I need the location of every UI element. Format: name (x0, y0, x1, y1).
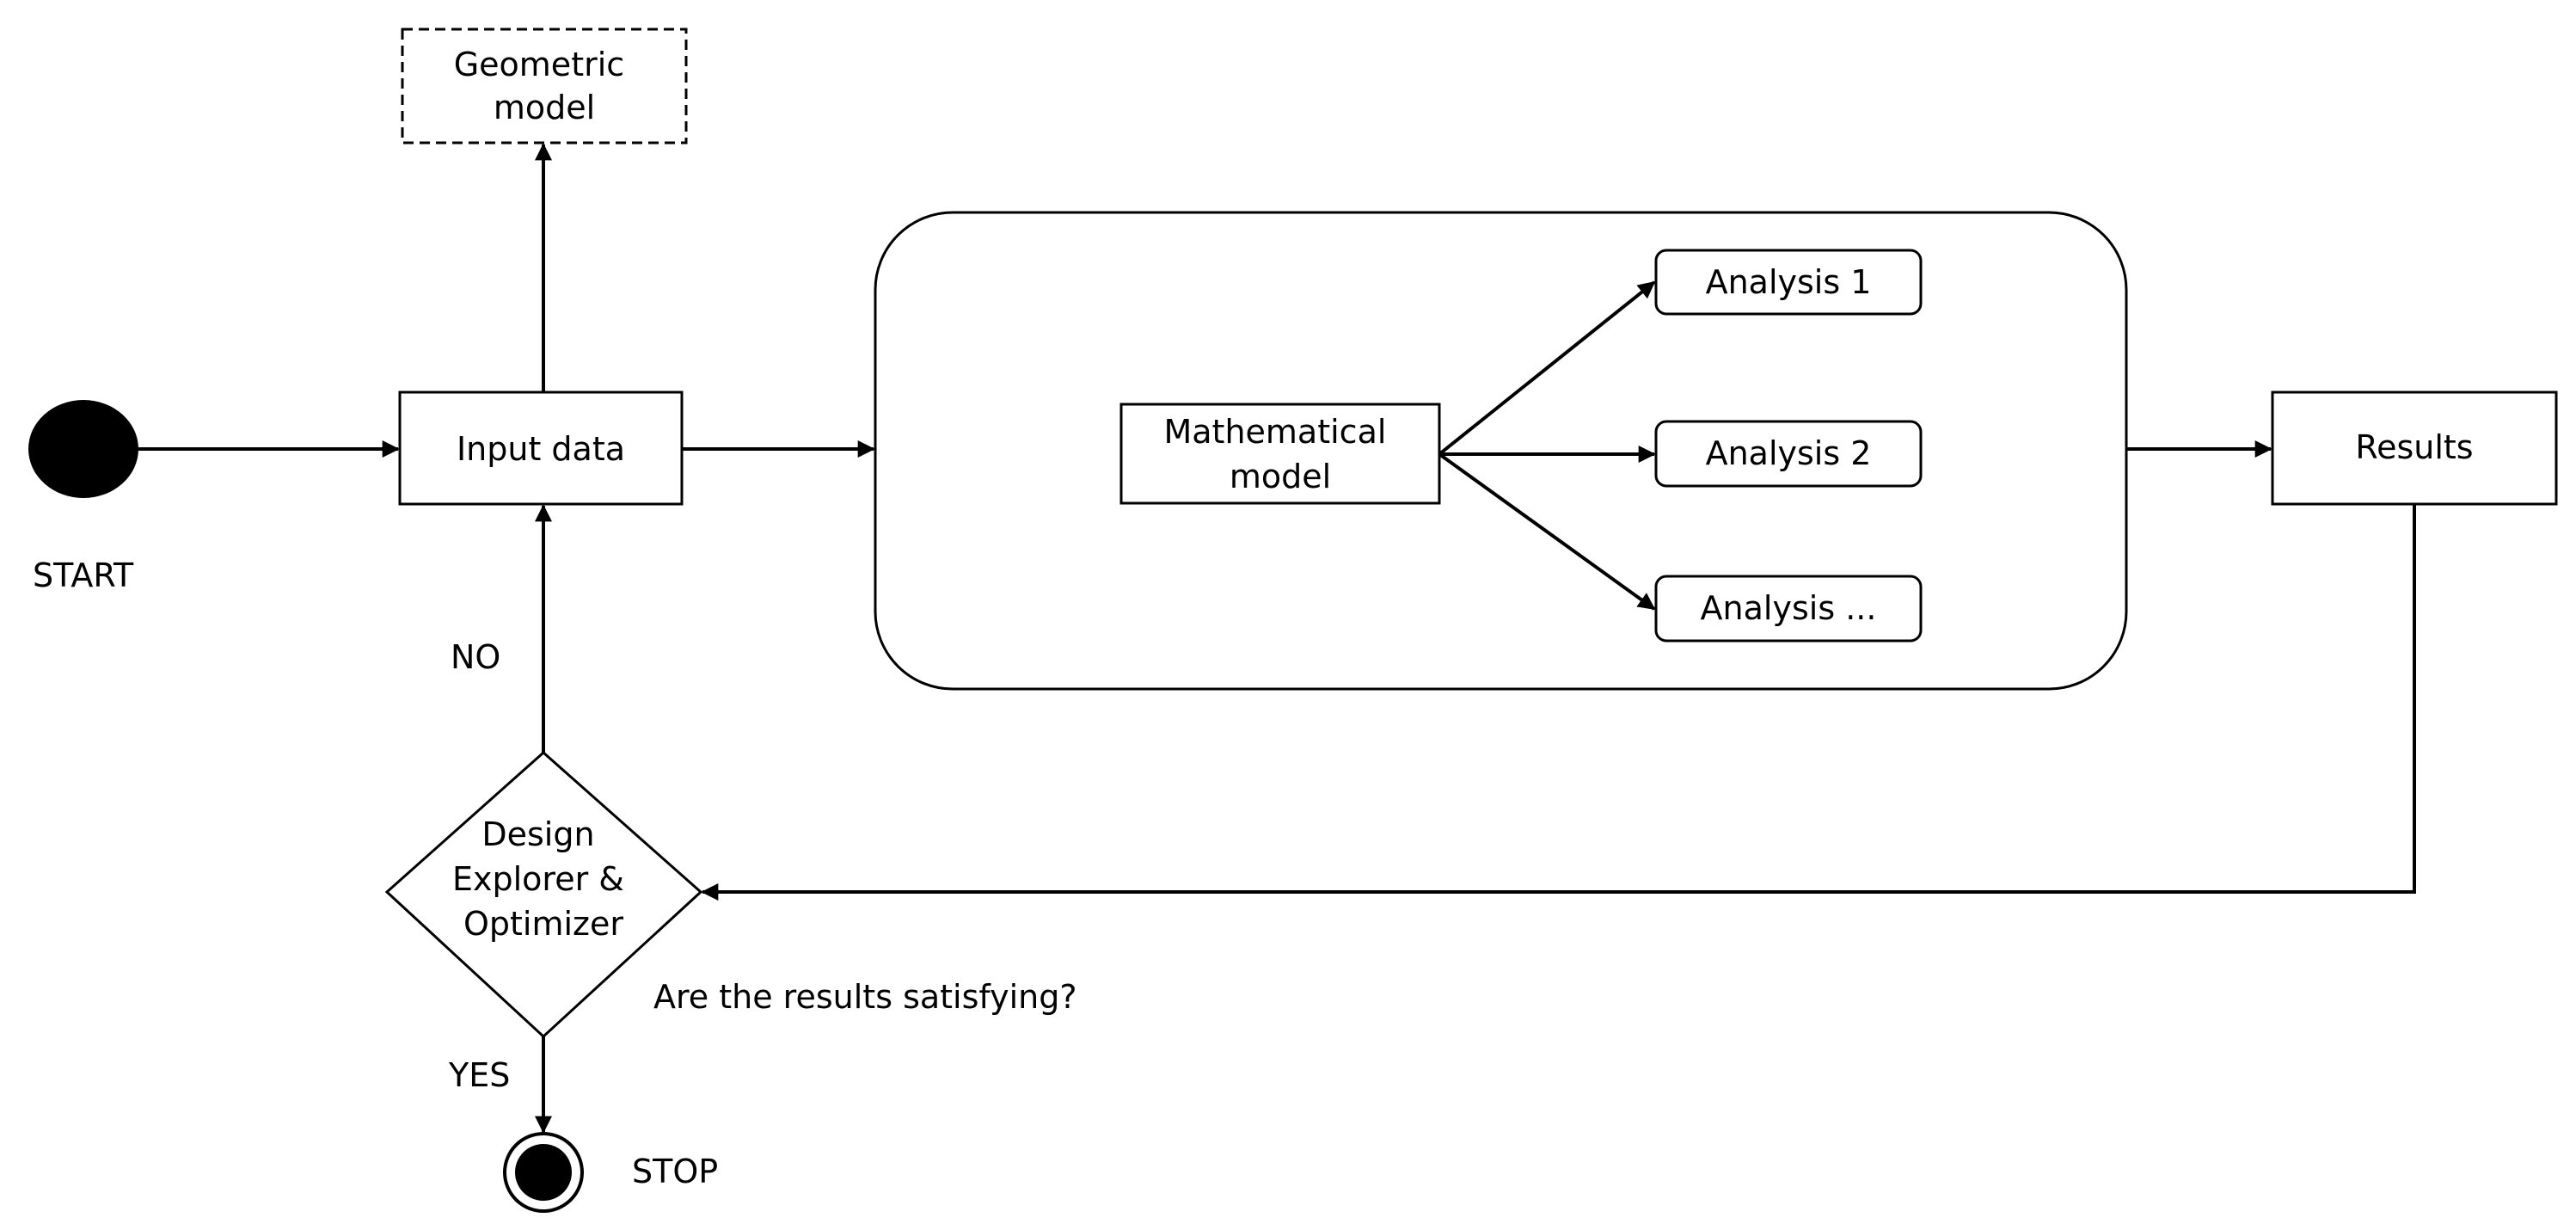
edge-results-to-decision (701, 504, 2416, 901)
geometric-model-label: Geometric model (454, 46, 635, 126)
start-node (28, 400, 138, 498)
design-explorer-line-2: Explorer & (452, 860, 624, 898)
analysis-2-box (1654, 420, 1923, 488)
mathematical-model-line-1: Mathematical (1163, 413, 1386, 451)
mathematical-model-label: Mathematical model (1163, 413, 1396, 495)
edge-label-yes: YES (448, 1056, 510, 1094)
geometric-model-box (401, 28, 688, 145)
analysis-n-box (1654, 575, 1923, 643)
design-explorer-line-1: Design (481, 815, 594, 853)
input-data-box (398, 391, 684, 506)
geometric-model-line-2: model (494, 89, 595, 126)
stop-node-core (515, 1144, 572, 1201)
design-explorer-line-3: Optimizer (463, 905, 623, 943)
design-explorer-label: Design Explorer & Optimizer (452, 815, 635, 943)
analysis-container (874, 211, 2128, 691)
mathematical-model-line-2: model (1230, 458, 1331, 495)
start-label: START (33, 557, 134, 594)
input-data-label: Input data (457, 430, 625, 468)
analysis-2-label: Analysis 2 (1706, 434, 1872, 472)
analysis-1-label: Analysis 1 (1706, 263, 1872, 301)
analysis-1-box (1654, 249, 1923, 316)
geometric-model-line-1: Geometric (454, 46, 624, 83)
stop-label: STOP (632, 1153, 718, 1190)
edge-math-to-analysis-n (1438, 452, 1656, 611)
edge-label-no: NO (451, 638, 500, 676)
results-label: Results (2355, 428, 2473, 466)
edge-math-to-analysis-1 (1438, 280, 1656, 456)
analysis-n-label: Analysis ... (1701, 589, 1877, 627)
results-box (2271, 391, 2558, 506)
decision-question: Are the results satisfying? (653, 978, 1077, 1016)
